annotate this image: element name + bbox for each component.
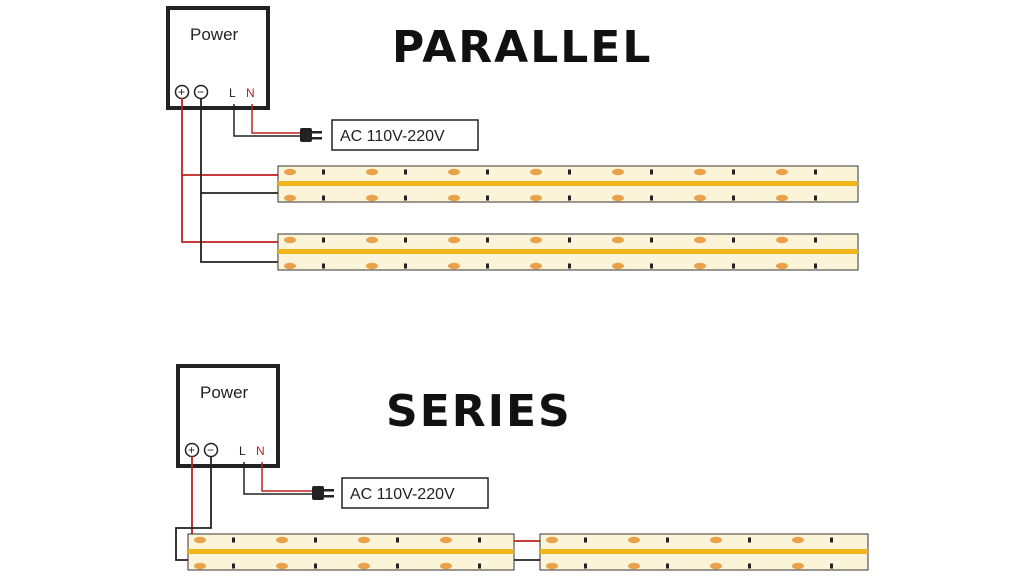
parallel-title: PARALLEL bbox=[392, 22, 652, 73]
minus-symbol: − bbox=[197, 85, 204, 99]
led-strip-1 bbox=[277, 165, 859, 203]
led-strip-series-1 bbox=[187, 533, 515, 571]
power-label: Power bbox=[190, 25, 239, 44]
ac-source-label: AC 110V-220V bbox=[350, 486, 455, 503]
n-terminal-label: N bbox=[256, 444, 265, 458]
ac-source-label: AC 110V-220V bbox=[340, 128, 445, 145]
plus-symbol: + bbox=[178, 85, 185, 99]
led-strip-2 bbox=[277, 233, 859, 271]
l-terminal-label: L bbox=[239, 444, 246, 458]
ac-source-box bbox=[331, 119, 479, 151]
series-title: SERIES bbox=[386, 386, 572, 437]
series-section: SERIES Power + − L N AC 110V-220V bbox=[175, 364, 869, 571]
led-strip-series-2 bbox=[539, 533, 869, 571]
l-terminal-label: L bbox=[229, 86, 236, 100]
power-label: Power bbox=[200, 383, 249, 402]
n-terminal-label: N bbox=[246, 86, 255, 100]
negative-wire bbox=[175, 456, 212, 561]
plus-symbol: + bbox=[188, 443, 195, 457]
plug-icon bbox=[312, 486, 334, 500]
parallel-section: PARALLEL Power + − L N AC 110V-220V bbox=[166, 6, 859, 271]
ac-source-box bbox=[341, 477, 489, 509]
minus-symbol: − bbox=[207, 443, 214, 457]
negative-wire bbox=[200, 98, 280, 194]
plug-icon bbox=[300, 128, 322, 142]
